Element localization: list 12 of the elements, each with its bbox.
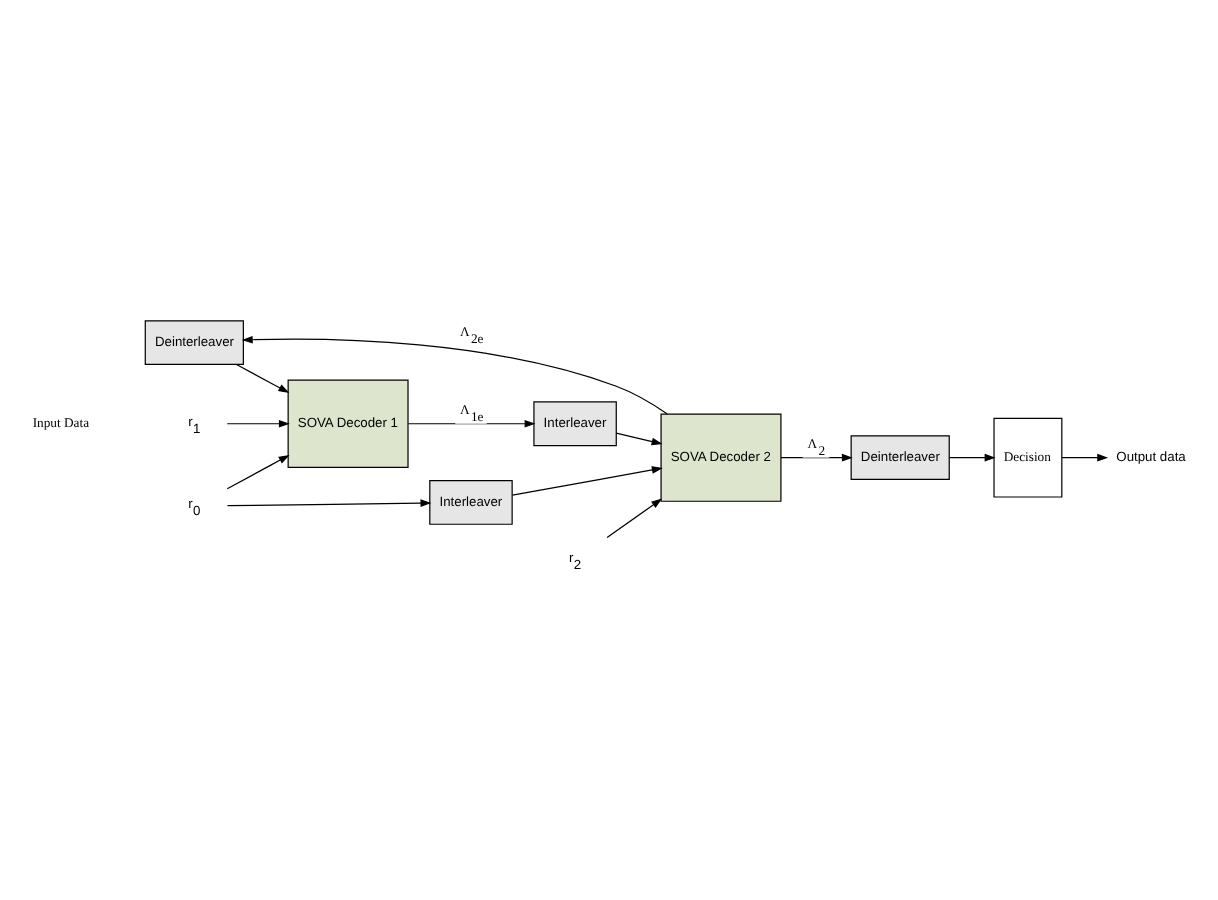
arrow — [1061, 452, 1109, 461]
arrow — [615, 431, 663, 445]
arrow — [235, 363, 290, 392]
arrow — [241, 334, 668, 414]
arrow — [511, 465, 663, 495]
arrow — [226, 498, 432, 506]
arrow — [407, 418, 536, 427]
arrow — [226, 418, 290, 427]
arrow — [606, 497, 663, 538]
arrow — [948, 452, 996, 461]
arrow — [780, 452, 853, 461]
arrow — [226, 453, 290, 489]
